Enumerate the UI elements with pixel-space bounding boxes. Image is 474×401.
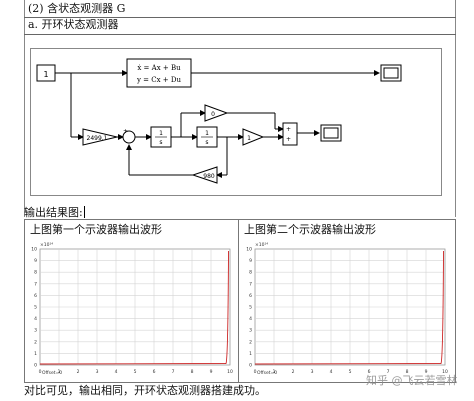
scope-ytick-label: 4 [34,316,37,322]
scope-ytick-label: 6 [34,293,37,299]
ss-equation-1: ẋ = Ax + Bu [137,64,181,72]
integrator-1-den: s [159,139,162,146]
scope-ytick-label: 8 [34,270,37,276]
scope-xtick-label: 1 [273,369,276,375]
scope-ytick-label: 8 [249,270,252,276]
gain-top-block [204,104,229,122]
result-table [24,219,456,383]
scope-output-line [254,250,444,365]
scope-xtick-label: 10 [227,369,233,375]
table-rule [24,17,456,18]
scope-xtick-label: 0 [39,369,42,375]
scope-exponent-label: ×10¹⁴ [40,242,53,248]
scope-ytick-label: 5 [249,305,252,311]
gain-980-block [191,166,218,184]
scope-xtick-label: 8 [191,369,194,375]
text-cursor [83,206,86,218]
result-label: 输出结果图: [24,206,86,220]
table-rule [24,34,456,35]
scope-xtick-label: 6 [153,369,156,375]
gain-out-value: 1 [247,135,251,142]
subsection-title: a. 开环状态观测器 [28,18,119,31]
scope-xtick-label: 4 [115,369,118,375]
state-space-block [126,58,192,88]
mux-sign-2: + [286,136,291,143]
scope-xtick-label: 3 [311,369,314,375]
scope-xtick-label: 5 [134,369,137,375]
scope-ytick-label: 10 [246,247,252,253]
scope-xtick-label: 10 [442,369,448,375]
scope-ytick-label: 9 [34,258,37,264]
scope-xtick-label: 5 [349,369,352,375]
sum-sign: + [123,128,128,135]
gain-980-value: 980 [203,173,215,180]
step-block [36,64,56,82]
document-frame [24,0,456,217]
scope-offset-label: Offset=0 [42,370,62,376]
scope-xtick-label: 3 [96,369,99,375]
ss-equation-2: y = Cx + Du [136,76,182,84]
scope-offset-label: Offset=0 [257,370,277,376]
conclusion-text: 对比可见，输出相同，开环状态观测器搭建成功。 [24,384,266,397]
scope-ytick-label: 0 [34,363,37,369]
scope-output-line [39,250,229,365]
scope-xtick-label: 7 [387,369,390,375]
scope-ytick-label: 7 [249,281,252,287]
scope-xtick-label: 9 [210,369,213,375]
scope-xtick-label: 4 [330,369,333,375]
scope-ytick-label: 9 [249,258,252,264]
scope-ytick-label: 3 [249,328,252,334]
scope-ytick-label: 5 [34,305,37,311]
scope-ytick-label: 4 [249,316,252,322]
gain-top-value: 0 [211,111,215,118]
scope-ytick-label: 0 [249,363,252,369]
simulink-diagram-canvas: 1 ẋ = Ax + Bu y = Cx + Du 2499.1 1 s 1 s… [36,58,402,184]
gain-out-block [242,128,265,146]
integrator-2-den: s [205,139,208,146]
scope-xtick-label: 0 [254,369,257,375]
section-title: (2) 含状态观测器 G [28,2,126,15]
watermark: 知乎 @飞云若雪林 [366,374,458,387]
scope-exponent-label: ×10¹⁴ [255,242,268,248]
step-value: 1 [43,70,48,79]
mux-sign-1: + [286,126,291,133]
scope-xtick-label: 8 [406,369,409,375]
scope-ytick-label: 10 [31,247,37,253]
scope-xtick-label: 9 [425,369,428,375]
simulink-diagram: 1 ẋ = Ax + Bu y = Cx + Du 2499.1 1 s 1 s… [30,48,442,196]
scope-ytick-label: 7 [34,281,37,287]
gain-2499-block [82,128,118,146]
scope-ytick-label: 2 [34,339,37,345]
scope-ytick-label: 6 [249,293,252,299]
table-divider [238,219,239,383]
caption-right: 上图第二个示波器输出波形 [244,223,376,236]
sum-block [122,130,136,144]
scope-xtick-label: 1 [58,369,61,375]
integrator-2-num: 1 [205,130,209,137]
scope-xtick-label: 2 [77,369,80,375]
scope-ytick-label: 2 [249,339,252,345]
caption-left: 上图第一个示波器输出波形 [30,223,162,236]
scope-ytick-label: 1 [249,351,252,357]
scope-xtick-label: 2 [292,369,295,375]
gain-2499-value: 2499.1 [87,135,108,142]
sum-out-block [282,122,298,146]
scope-ytick-label: 1 [34,351,37,357]
scope-ytick-label: 3 [34,328,37,334]
integrator-1-num: 1 [159,130,163,137]
scope-xtick-label: 6 [368,369,371,375]
scope-xtick-label: 7 [172,369,175,375]
